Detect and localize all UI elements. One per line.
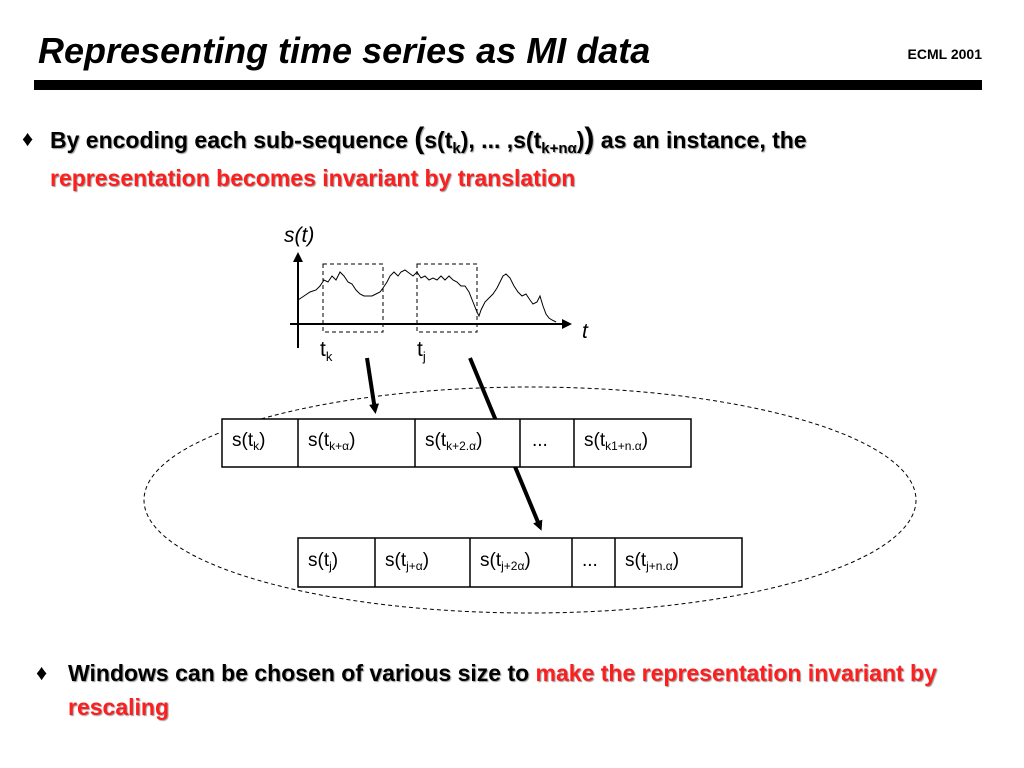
bullet1-mid: ), ... ,s(t — [460, 127, 542, 153]
cell-end: ) — [524, 550, 530, 571]
row-k-cell: s(tk+α) — [308, 430, 355, 453]
cell-end: ) — [349, 430, 355, 451]
arrow-k-to-row — [365, 357, 380, 414]
row-j-cell: s(tj) — [308, 550, 338, 573]
bullet-rescaling: Windows can be chosen of various size to… — [68, 656, 988, 724]
cell-base: s(t — [385, 550, 407, 571]
window-j — [416, 263, 478, 333]
bullet1-close: ) — [576, 127, 585, 153]
cell-end: ) — [332, 550, 338, 571]
bullet1-paren-close: ) — [584, 122, 595, 155]
x-axis-label: t — [582, 320, 589, 343]
row-k-cell: s(tk1+n.α) — [584, 430, 648, 453]
row-k-cell: s(tk+2.α) — [425, 430, 482, 453]
cell-end: ) — [673, 550, 679, 571]
bullet-diamond-icon: ♦ — [36, 660, 48, 685]
cell-sub: k+2.α — [446, 439, 476, 453]
tick-j-base: t — [417, 338, 423, 361]
cell-base: s(t — [308, 430, 330, 451]
title-rule — [34, 80, 982, 90]
row-k-cell: ... — [532, 430, 548, 451]
cell-base: ... — [582, 550, 598, 571]
cell-sub: j+n.α — [645, 559, 673, 573]
cell-sub: j+α — [405, 559, 423, 573]
row-j-cell: ... — [582, 550, 598, 571]
row-j-cell: s(tj+2α) — [480, 550, 531, 573]
cell-end: ) — [476, 430, 482, 451]
row-k-border — [221, 418, 692, 468]
cell-base: s(t — [232, 430, 254, 451]
bullet2-highlight: make the representation invariant by res… — [68, 660, 937, 720]
bullet1-highlight: representation becomes invariant by tran… — [50, 165, 576, 191]
signal-curve — [297, 269, 557, 323]
instance-row-k: s(tk) s(tk+α) s(tk+2.α) ... s(tk1+n.α) — [221, 418, 692, 468]
tick-k-sub: k — [326, 349, 333, 364]
bullet-translation: By encoding each sub-sequence (s(tk), ..… — [50, 122, 970, 195]
bullet-diamond-icon: ♦ — [22, 126, 34, 151]
tick-k-label: tk — [320, 338, 333, 364]
instance-row-j: s(tj) s(tj+α) s(tj+2α) ... s(tj+n.α) — [297, 537, 743, 588]
cell-base: s(t — [308, 550, 330, 571]
cell-sub: k+α — [329, 439, 349, 453]
bullet1-text-a: By encoding each sub-sequence — [50, 127, 415, 153]
cell-end: ) — [259, 430, 265, 451]
tick-k-base: t — [320, 338, 326, 361]
bullet1-paren-open: ( — [414, 122, 425, 155]
cell-end: ) — [423, 550, 429, 571]
cell-base: s(t — [425, 430, 447, 451]
tick-j-label: tj — [417, 338, 426, 364]
row-j-cell: s(tj+n.α) — [625, 550, 679, 573]
bullet1-s-kn-sub: k+nα — [541, 140, 577, 157]
instance-bag-ellipse — [143, 386, 917, 614]
y-axis-label: s(t) — [284, 224, 314, 247]
cell-sub: j — [328, 559, 332, 573]
cell-base: s(t — [480, 550, 502, 571]
conference-label: ECML 2001 — [907, 46, 982, 62]
tick-j-sub: j — [422, 349, 426, 364]
slide-title: Representing time series as MI data — [38, 30, 651, 71]
cell-sub: k1+n.α — [605, 439, 642, 453]
row-j-border — [297, 537, 743, 588]
cell-base: ... — [532, 430, 548, 451]
bullet1-s-k: s(t — [424, 127, 453, 153]
cell-base: s(t — [625, 550, 647, 571]
row-k-cell: s(tk) — [232, 430, 265, 453]
row-j-cell: s(tj+α) — [385, 550, 429, 573]
bullet2-text: Windows can be chosen of various size to — [68, 660, 536, 686]
bullet1-text-b: as an instance, the — [594, 127, 807, 153]
cell-base: s(t — [584, 430, 606, 451]
window-k — [322, 263, 384, 333]
cell-sub: j+2α — [500, 559, 524, 573]
bullet1-s-k-sub: k — [452, 140, 461, 157]
cell-sub: k — [253, 439, 260, 453]
cell-end: ) — [642, 430, 648, 451]
